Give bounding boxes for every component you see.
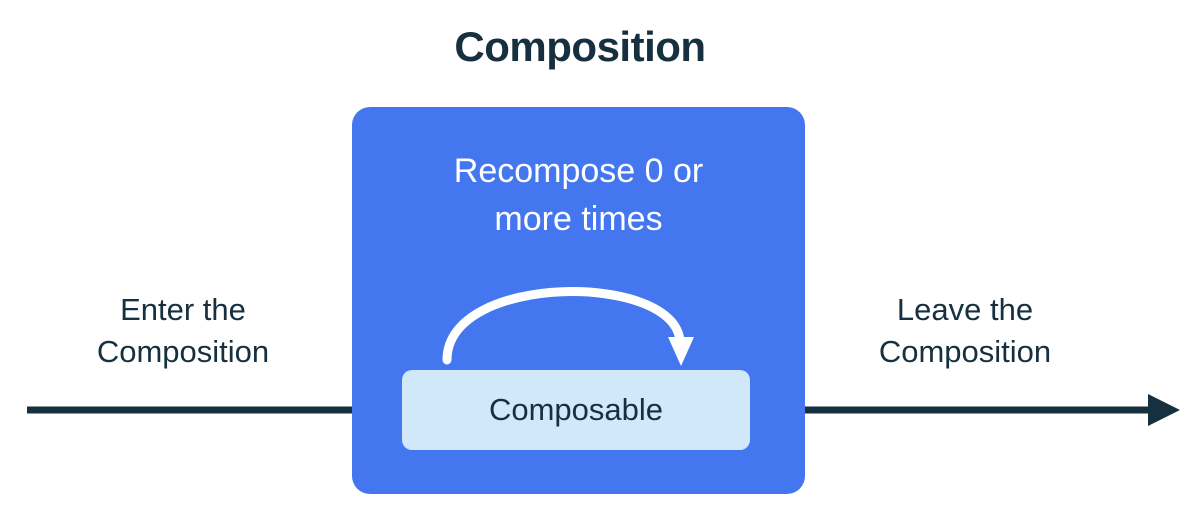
page-title: Composition: [454, 23, 706, 70]
composition-container: Recompose 0 or more times Composable: [352, 107, 805, 494]
leave-label-line-2: Composition: [878, 334, 1052, 369]
recompose-label-line-2: more times: [494, 200, 663, 238]
recompose-label: Recompose 0 or more times: [352, 147, 805, 243]
composable-node: Composable: [402, 370, 750, 450]
leave-label-line-1: Leave the: [896, 292, 1034, 327]
recompose-loop-arrow-icon: [442, 287, 694, 366]
recompose-label-line-1: Recompose 0 or: [453, 152, 704, 190]
leave-composition-arrow: [740, 394, 1180, 426]
enter-label-line-1: Enter the: [120, 292, 246, 327]
enter-label-line-2: Composition: [96, 334, 270, 369]
enter-composition-label: Enter the Composition: [33, 289, 333, 373]
composable-label: Composable: [488, 392, 664, 427]
leave-composition-label: Leave the Composition: [815, 289, 1115, 373]
